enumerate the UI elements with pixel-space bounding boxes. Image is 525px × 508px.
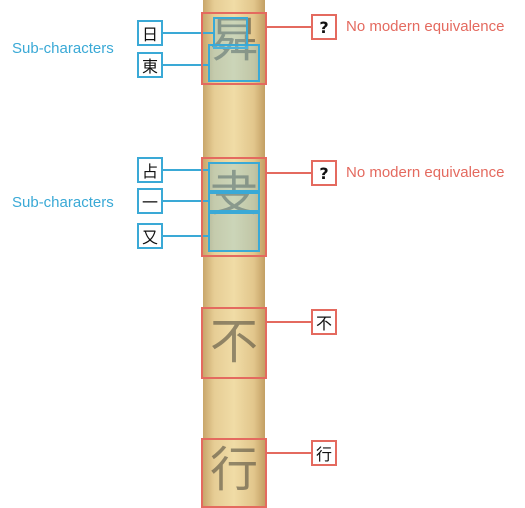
sub-character-box-1b: [208, 44, 260, 82]
ancient-glyph-3: 不: [209, 314, 258, 370]
sub-characters-label-1: Sub-characters: [12, 40, 114, 57]
sub-character-box-2c: [208, 212, 260, 252]
sub-characters-label-2: Sub-characters: [12, 194, 114, 211]
sub-character-1b: 東: [137, 52, 163, 78]
sub-character-box-1a: [213, 17, 248, 49]
character-box-3: [201, 307, 267, 379]
sub-character-2b: 一: [137, 188, 163, 214]
sub-character-box-2b: [208, 192, 260, 212]
sub-character-2a: 占: [137, 157, 163, 183]
modern-character-1: ?: [311, 14, 337, 40]
ancient-glyph-4: 行: [209, 442, 258, 498]
character-box-2: [201, 157, 267, 257]
character-box-1: [201, 12, 267, 85]
no-modern-equivalence-note-1: No modern equivalence: [346, 18, 505, 35]
sub-character-1a: 日: [137, 20, 163, 46]
sub-character-box-2a: [208, 162, 260, 192]
ancient-glyph-1: 曻: [209, 12, 258, 68]
modern-character-4: 行: [311, 440, 337, 466]
character-box-4: [201, 438, 267, 508]
modern-character-2: ?: [311, 160, 337, 186]
modern-character-3: 不: [311, 309, 337, 335]
sub-character-2c: 又: [137, 223, 163, 249]
no-modern-equivalence-note-2: No modern equivalence: [346, 164, 505, 181]
